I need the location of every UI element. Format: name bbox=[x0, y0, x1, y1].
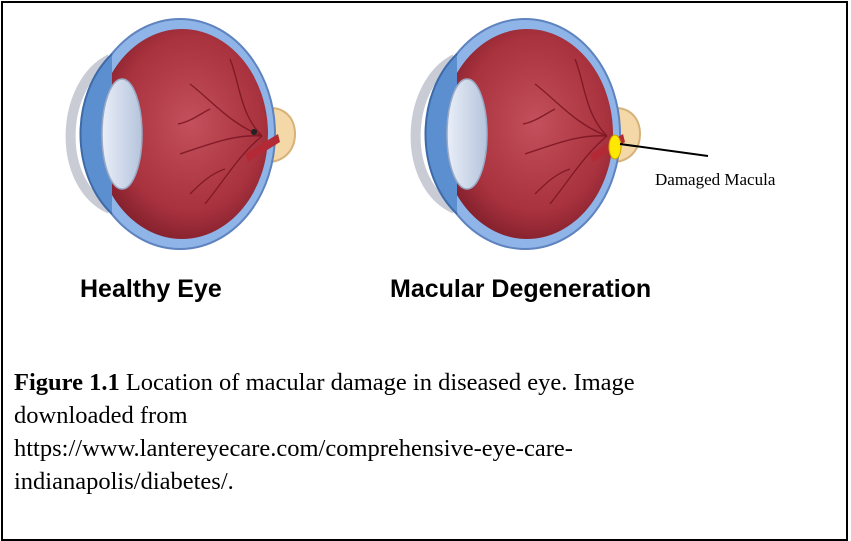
healthy-eye-label: Healthy Eye bbox=[80, 275, 222, 304]
figure-caption: Figure 1.1 Location of macular damage in… bbox=[14, 366, 838, 498]
caption-line-1: Location of macular damage in diseased e… bbox=[120, 369, 635, 396]
damaged-macula-label: Damaged Macula bbox=[655, 170, 775, 190]
figure-number: Figure 1.1 bbox=[14, 369, 120, 396]
macular-degeneration-label: Macular Degeneration bbox=[390, 275, 651, 304]
caption-source-url-end: indianapolis/diabetes/. bbox=[14, 465, 838, 498]
caption-source-url: https://www.lantereyecare.com/comprehens… bbox=[14, 432, 838, 465]
caption-word-downloaded: downloaded bbox=[14, 402, 134, 429]
caption-word-from: from bbox=[140, 402, 188, 429]
